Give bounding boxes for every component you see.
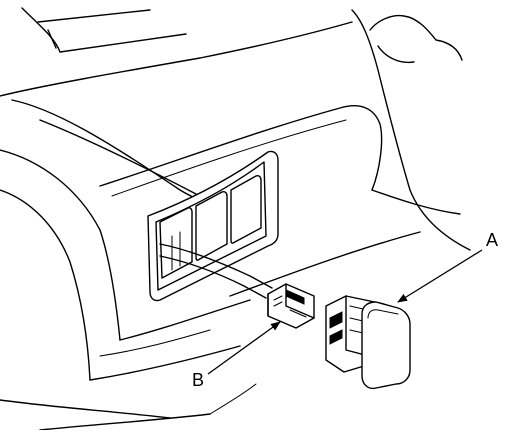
connector-b bbox=[267, 283, 315, 329]
callout-label-b: B bbox=[192, 370, 204, 390]
leader-lines bbox=[207, 249, 483, 375]
callout-label-a: A bbox=[486, 230, 498, 250]
switch-a bbox=[325, 295, 411, 390]
dashboard-panel bbox=[0, 7, 471, 431]
wire-harness bbox=[159, 231, 273, 299]
switch-bezel bbox=[147, 150, 279, 302]
leader-line-b bbox=[207, 321, 281, 375]
leader-line-a bbox=[397, 249, 483, 303]
